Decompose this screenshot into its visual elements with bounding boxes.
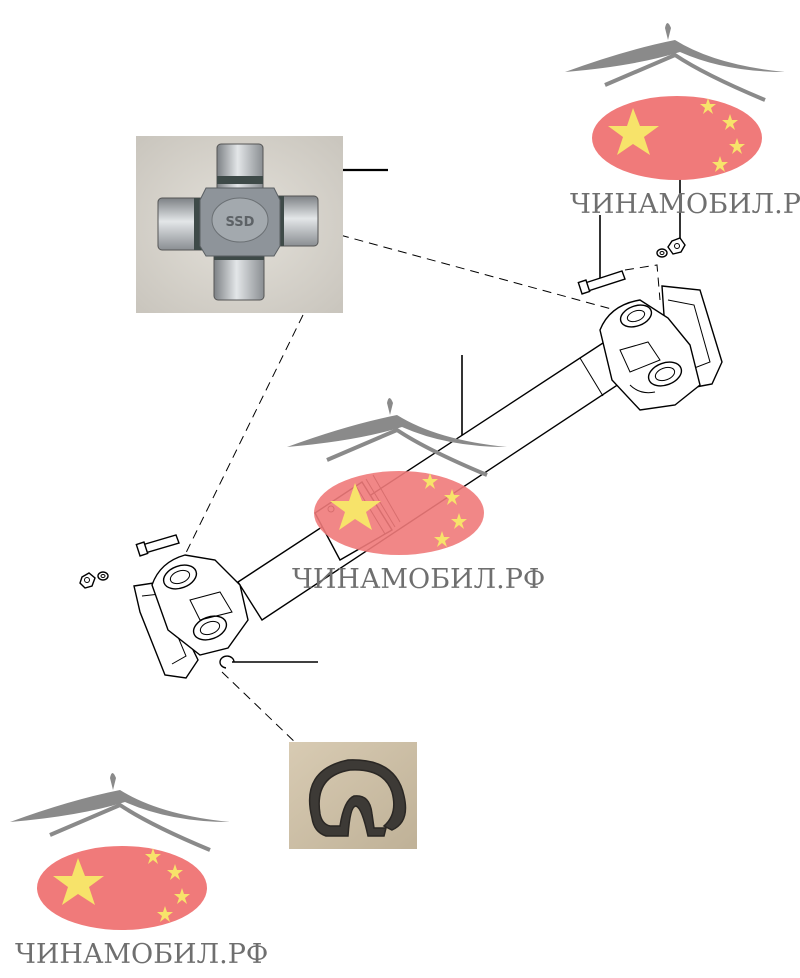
callout-bolt-bracket <box>624 264 661 301</box>
rear-yoke <box>599 299 701 411</box>
leader-lines <box>232 168 681 663</box>
rear-fasteners <box>577 237 686 295</box>
watermark-text: ЧИНАМОБИЛ.РФ <box>15 939 268 970</box>
star-icon <box>712 156 728 172</box>
star-icon <box>451 513 467 529</box>
flag-ellipse <box>592 96 762 180</box>
front-fasteners <box>79 534 180 589</box>
joint-stamp-text: SSD <box>226 215 255 230</box>
star-icon <box>729 138 745 154</box>
rear-yoke-bearing-cap-top <box>619 304 653 328</box>
star-icon <box>608 108 659 155</box>
watermark-logo-top: ЧИНАМОБИЛ.РФ <box>565 23 800 220</box>
front-yoke-bearing-cap-top <box>162 564 198 590</box>
watermark-text: ЧИНАМОБИЛ.РФ <box>292 564 545 595</box>
callout-joint-to-front-yoke <box>179 314 304 566</box>
flag-ellipse <box>314 471 484 555</box>
flag-ellipse <box>37 846 207 930</box>
star-icon <box>434 531 450 547</box>
bolt-front <box>135 534 180 557</box>
star-icon <box>174 888 190 904</box>
callout-joint-to-rear-yoke <box>339 234 616 311</box>
photo-universal-joint: SSD <box>136 136 343 313</box>
star-icon <box>53 858 104 905</box>
nut-rear <box>667 237 686 255</box>
star-icon <box>157 906 173 922</box>
star-icon <box>422 473 438 489</box>
front-yoke-bearing-cap-bottom <box>192 615 228 641</box>
washer-front <box>97 571 109 581</box>
watermark-logo-bottom: ЧИНАМОБИЛ.РФ <box>10 773 268 970</box>
washer-rear <box>656 248 668 258</box>
star-icon <box>330 483 381 530</box>
rear-yoke-bearing-cap-bottom <box>647 361 683 387</box>
callout-lines <box>179 234 661 746</box>
callout-clip-to-photo <box>221 671 299 746</box>
bolt-rear <box>577 270 626 295</box>
star-icon <box>167 864 183 880</box>
photo-retaining-clip <box>289 742 417 849</box>
star-icon <box>444 489 460 505</box>
watermark-text: ЧИНАМОБИЛ.РФ <box>570 189 800 220</box>
front-yoke-assembly <box>133 554 249 679</box>
nut-front <box>79 572 96 589</box>
circlip <box>219 655 235 669</box>
star-icon <box>700 98 716 114</box>
star-icon <box>145 848 161 864</box>
clip-shape <box>308 759 407 837</box>
star-icon <box>722 114 738 130</box>
watermark-logo-middle: ЧИНАМОБИЛ.РФ <box>287 398 545 595</box>
rear-yoke-assembly <box>599 285 723 411</box>
